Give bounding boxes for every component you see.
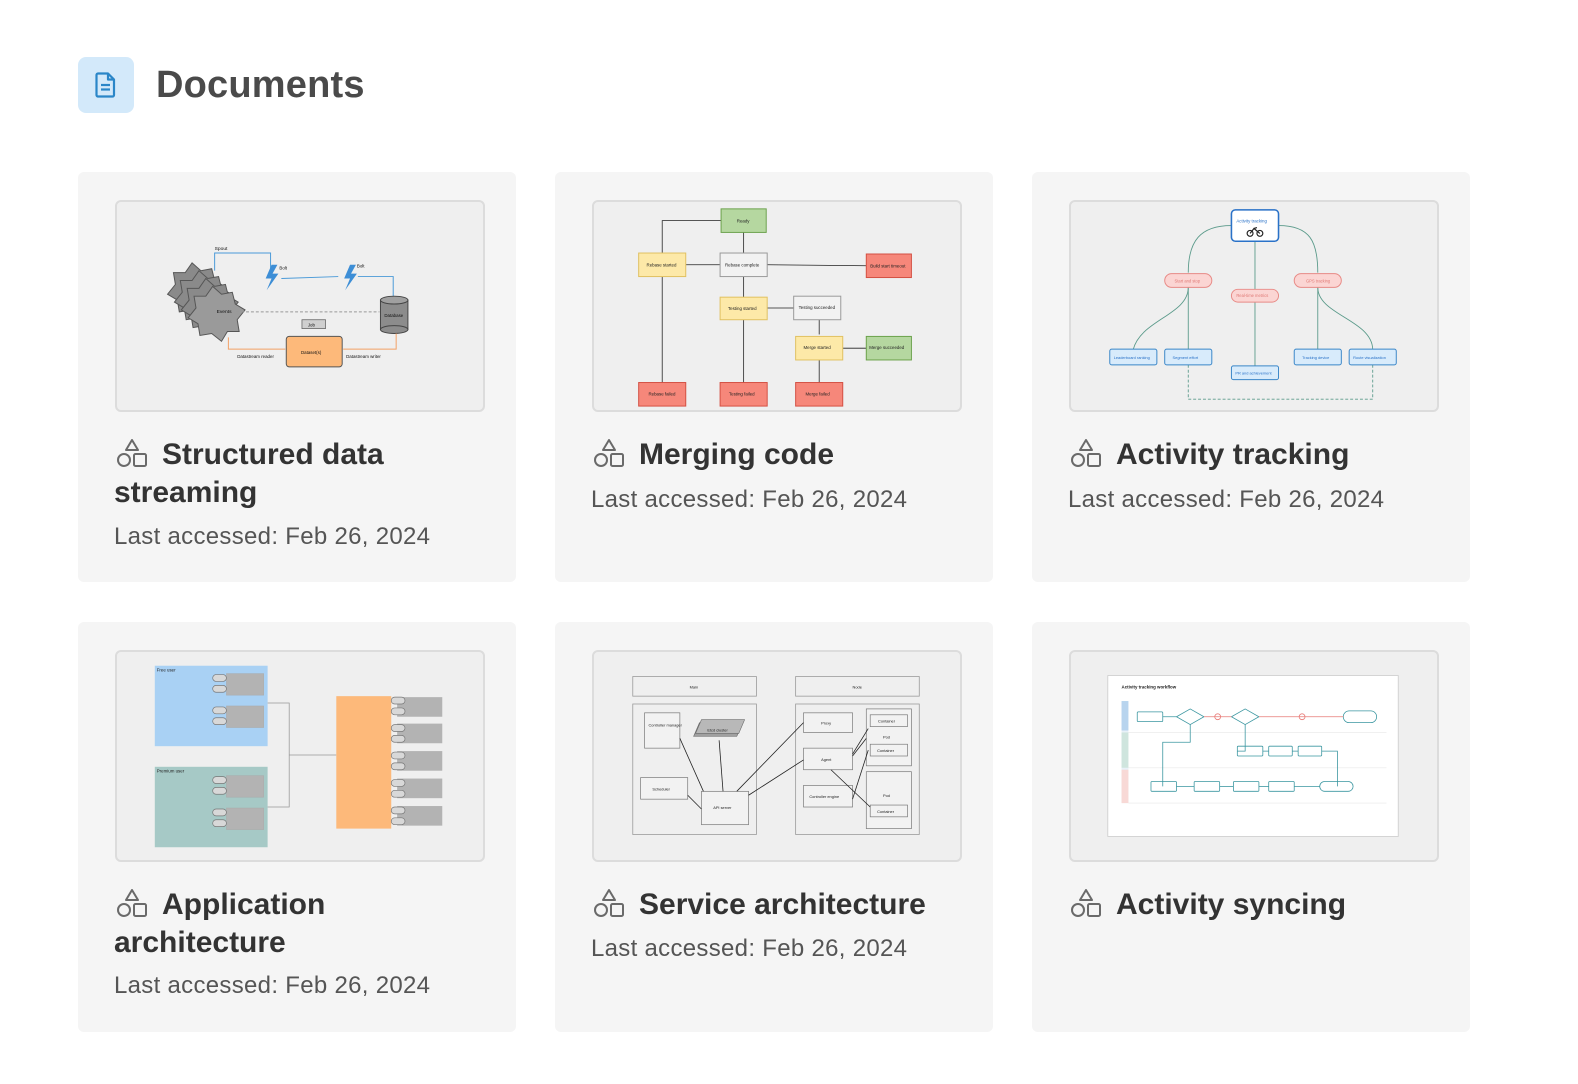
diagram-preview: Events Spout Bolt Bolt Database Job Data… — [166, 246, 409, 368]
diagram-preview: Activity tracking Start and stop Real-ti… — [1109, 209, 1397, 400]
thumb-label: Rebase failed — [648, 391, 675, 396]
document-title-text: Structured data streaming — [114, 438, 384, 509]
shapes-icon — [1071, 439, 1101, 467]
thumb-label: Container — [878, 719, 896, 724]
thumb-label: Premium user — [157, 769, 185, 774]
last-accessed: Last accessed: Feb 26, 2024 — [591, 486, 908, 513]
thumb-label: Pod — [883, 734, 890, 739]
document-title: Merging code — [591, 436, 961, 474]
diagram-preview: Free user Premium user — [154, 665, 443, 848]
thumb-label: Agent — [821, 757, 832, 762]
thumb-label: Route visualization — [1353, 355, 1386, 360]
thumb-label: Real-time metrics — [1236, 293, 1268, 298]
thumb-label: Testing failed — [729, 391, 755, 396]
thumb-label: Controller manager — [648, 723, 682, 728]
thumb-label: Pod — [883, 793, 890, 798]
thumb-label: Container — [877, 748, 895, 753]
thumb-label: API server — [713, 805, 732, 810]
thumb-label: Segment effort — [1173, 355, 1199, 360]
document-card[interactable]: Ready Rebase started Rebase complete Bui… — [555, 172, 993, 582]
thumb-label: PR and achievement — [1235, 371, 1272, 376]
document-title: Structured data streaming — [114, 436, 484, 512]
thumb-label: Ready — [737, 219, 751, 224]
page-header: Documents — [78, 57, 365, 113]
thumb-label: Bolt — [357, 264, 365, 269]
thumb-label: Activity tracking workflow — [1122, 684, 1177, 689]
document-card[interactable]: Activity tracking workflow — [1032, 622, 1470, 1032]
thumb-label: Database — [384, 313, 403, 318]
thumb-label: Dataset(s) — [301, 350, 322, 355]
thumb-label: Testing succeeded — [799, 305, 836, 310]
document-title: Activity syncing — [1068, 886, 1438, 924]
document-card[interactable]: Main Node Controller manager Etcd cluste… — [555, 622, 993, 1032]
thumb-label: Main — [690, 684, 698, 689]
thumb-label: Events — [217, 309, 233, 315]
thumb-label: Rebase started — [647, 263, 677, 268]
document-thumbnail: Main Node Controller manager Etcd cluste… — [592, 650, 962, 862]
document-card[interactable]: Free user Premium user — [78, 622, 516, 1032]
thumb-label: Bolt — [279, 266, 287, 271]
last-accessed: Last accessed: Feb 26, 2024 — [591, 935, 908, 962]
document-title-text: Activity tracking — [1116, 438, 1350, 471]
thumb-label: Tracking device — [1302, 355, 1329, 360]
document-title-text: Merging code — [639, 438, 835, 471]
thumb-label: Node — [853, 684, 862, 689]
document-title-text: Service architecture — [639, 888, 926, 921]
thumb-label: Scheduler — [652, 786, 670, 791]
thumb-label: Datastream writer — [346, 354, 381, 359]
shapes-icon — [117, 439, 147, 467]
shapes-icon — [117, 889, 147, 917]
document-title: Application architecture — [114, 886, 484, 962]
thumb-label: Datastream reader — [237, 354, 274, 359]
document-icon — [78, 57, 134, 113]
thumb-label: Leaderboard ranking — [1114, 355, 1150, 360]
thumb-label: Rebase complete — [725, 263, 760, 268]
document-thumbnail: Ready Rebase started Rebase complete Bui… — [592, 200, 962, 412]
page-title: Documents — [156, 63, 365, 106]
document-thumbnail: Events Spout Bolt Bolt Database Job Data… — [115, 200, 485, 412]
document-thumbnail: Free user Premium user — [115, 650, 485, 862]
thumb-label: Testing started — [728, 306, 757, 311]
thumb-label: Etcd cluster — [707, 727, 728, 732]
diagram-preview: Main Node Controller manager Etcd cluste… — [632, 676, 920, 835]
thumb-label: Job — [308, 323, 316, 328]
shapes-icon — [1071, 889, 1101, 917]
thumb-label: GPS tracking — [1306, 278, 1331, 283]
thumb-label: Container — [877, 809, 895, 814]
diagram-preview: Ready Rebase started Rebase complete Bui… — [638, 208, 912, 407]
thumb-label: Start and stop — [1175, 278, 1201, 283]
thumb-label: Merge started — [803, 345, 831, 350]
document-card[interactable]: Events Spout Bolt Bolt Database Job Data… — [78, 172, 516, 582]
document-title-text: Activity syncing — [1116, 888, 1347, 921]
last-accessed: Last accessed: Feb 26, 2024 — [114, 972, 431, 999]
document-thumbnail: Activity tracking Start and stop Real-ti… — [1069, 200, 1439, 412]
shapes-icon — [594, 889, 624, 917]
shapes-icon — [594, 439, 624, 467]
thumb-label: Merge succeeded — [869, 345, 905, 350]
document-title-text: Application architecture — [114, 888, 326, 959]
document-title: Activity tracking — [1068, 436, 1438, 474]
document-title: Service architecture — [591, 886, 961, 924]
document-thumbnail: Activity tracking workflow — [1069, 650, 1439, 862]
thumb-label: Proxy — [821, 721, 831, 726]
thumb-label: Activity tracking — [1236, 219, 1267, 224]
document-card[interactable]: Activity tracking Start and stop Real-ti… — [1032, 172, 1470, 582]
last-accessed: Last accessed: Feb 26, 2024 — [1068, 486, 1385, 513]
thumb-label: Free user — [157, 668, 176, 673]
last-accessed: Last accessed: Feb 26, 2024 — [114, 523, 431, 550]
thumb-label: Build start timeout — [870, 264, 906, 269]
diagram-preview: Activity tracking workflow — [1107, 675, 1399, 837]
thumb-label: Controller engine — [809, 794, 839, 799]
thumb-label: Merge failed — [805, 391, 830, 396]
thumb-label: Spout — [215, 246, 228, 252]
